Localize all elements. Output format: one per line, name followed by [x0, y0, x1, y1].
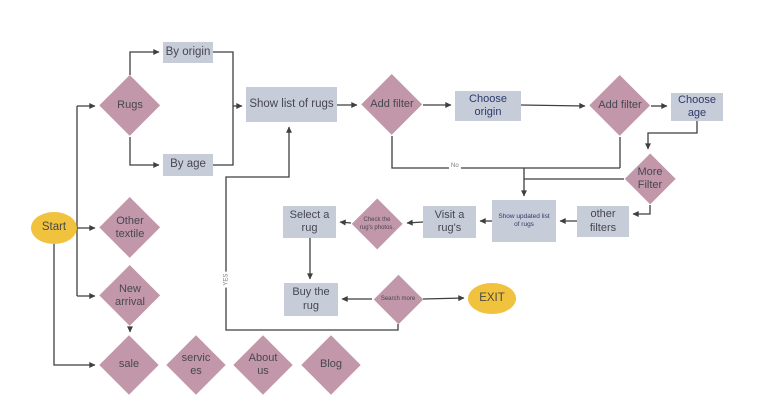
blog-label: Blog [319, 358, 343, 371]
process-show-updated: Show updated list of rugs [492, 200, 556, 242]
check-photos-label: Check the rug's photos. [359, 216, 395, 231]
decision-other-textile: Other textile [99, 197, 161, 259]
more-filter-label: More Filter [637, 165, 663, 191]
process-by-origin: By origin [163, 42, 213, 63]
add-filter-1-label: Add filter [370, 98, 414, 111]
edge-label-yes: YES [223, 271, 231, 288]
process-show-list: Show list of rugs [246, 87, 337, 122]
rugs-label: Rugs [117, 99, 143, 112]
sale-label: sale [118, 358, 140, 371]
choose-origin-label: Choose origin [469, 92, 507, 118]
decision-blog: Blog [301, 335, 361, 395]
edge-check-photos-to-select [339, 219, 352, 226]
decision-add-filter-2: Add filter [589, 75, 651, 137]
select-rug-label: Select a rug [289, 208, 330, 234]
process-visit-rugs: Visit a rug's [423, 206, 476, 238]
search-more-label: Search more [380, 295, 416, 302]
exit-label: EXIT [479, 291, 505, 304]
edge-byorigin-byage-merge [213, 51, 234, 166]
exit-terminal: EXIT [468, 283, 516, 314]
decision-add-filter-1: Add filter [361, 74, 423, 136]
edge-no-from-add-filter-1 [391, 136, 620, 169]
process-choose-age: Choose age [671, 93, 723, 121]
decision-check-photos: Check the rug's photos. [351, 198, 403, 250]
other-textile-label: Other textile [115, 214, 145, 240]
about-us-label: About us [248, 351, 278, 377]
process-other-filters: other filters [577, 206, 629, 237]
choose-age-label: Choose age [678, 93, 716, 119]
decision-rugs: Rugs [99, 75, 161, 137]
new-arrival-label: New arrival [115, 282, 145, 308]
edge-search-more-to-exit [422, 295, 465, 302]
add-filter-2-label: Add filter [598, 99, 642, 112]
edge-start-to-sale [53, 243, 96, 368]
edge-yes-back-to-show-list [225, 126, 399, 331]
process-by-age: By age [163, 154, 213, 176]
start-label: Start [41, 221, 67, 234]
services-label: servic es [181, 351, 211, 377]
process-choose-origin: Choose origin [455, 91, 521, 121]
edge-more-filter-to-other-filters [632, 205, 651, 217]
by-age-label: By age [170, 158, 206, 171]
decision-search-more: Search more [373, 274, 423, 324]
show-list-label: Show list of rugs [249, 97, 334, 110]
edge-rugs-to-by-age [129, 137, 160, 168]
visit-rugs-label: Visit a rug's [434, 208, 465, 234]
decision-about-us: About us [233, 335, 293, 395]
edge-rugs-to-by-origin [129, 49, 160, 75]
decision-new-arrival: New arrival [99, 265, 161, 327]
decision-services: servic es [166, 335, 226, 395]
edge-visit-to-check-photos [406, 219, 424, 226]
edge-label-no: No [449, 163, 461, 171]
by-origin-label: By origin [165, 45, 211, 58]
edge-choose-origin-to-add-filter-2 [520, 102, 586, 109]
start-terminal: Start [31, 212, 77, 244]
decision-sale: sale [99, 335, 159, 395]
show-updated-label: Show updated list of rugs [498, 212, 550, 228]
decision-more-filter: More Filter [624, 153, 676, 205]
process-select-rug: Select a rug [283, 206, 336, 238]
process-buy-rug: Buy the rug [284, 283, 338, 316]
buy-rug-label: Buy the rug [292, 286, 330, 312]
other-filters-label: other filters [589, 208, 617, 234]
edge-choose-age-to-more-filter [645, 121, 698, 150]
